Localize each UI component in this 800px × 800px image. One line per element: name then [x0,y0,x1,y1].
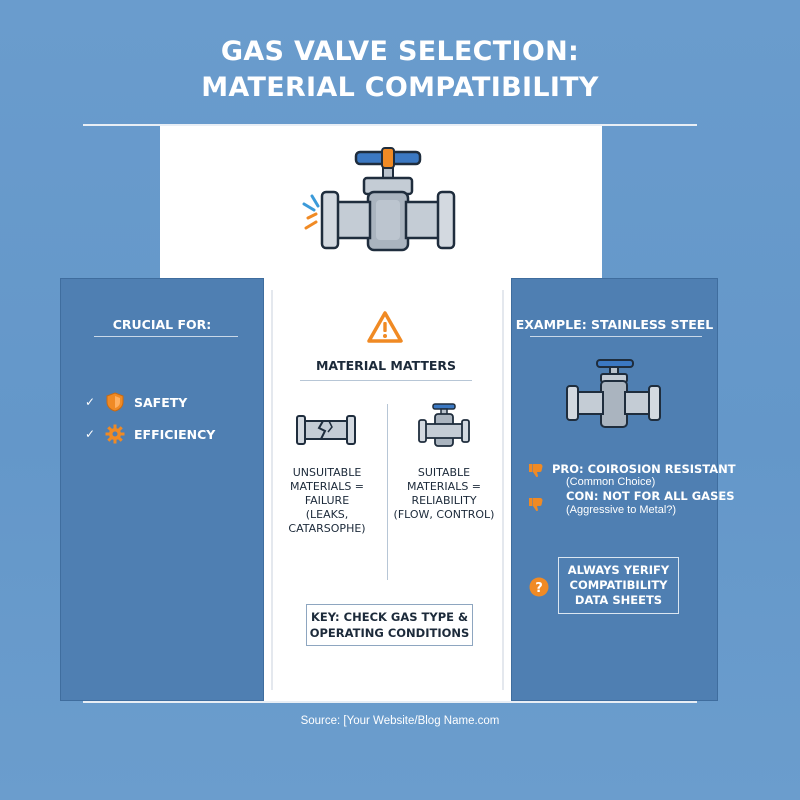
warning-icon [367,311,403,343]
crucial-for-heading: CRUCIAL FOR: [112,317,212,332]
gas-valve-hero-icon [302,147,456,252]
center-frame-left [271,290,273,690]
example-divider [530,336,702,337]
title-line-2: MATERIAL COMPATIBILITY [201,72,599,103]
suitable-materials-text: SUITABLE MATERIALS = RELIABILITY (FLOW, … [393,466,495,521]
stainless-valve-icon [566,359,661,428]
page-title: GAS VALVE SELECTION: MATERIAL COMPATIBIL… [0,34,800,106]
center-frame-right [502,290,504,690]
question-icon: ? [529,577,549,597]
verify-note: ALWAYS YERIFY COMPATIBILITY DATA SHEETS [558,557,679,614]
footer-divider [83,701,697,703]
con-note: (Aggressive to Metal?) [566,504,677,516]
crucial-for-panel: CRUCIAL FOR: ✓ SAFETY ✓ EFFICIENCY [60,278,264,701]
safety-label: SAFETY [134,394,188,410]
pro-text: PRO: COIROSION RESISTANT [552,462,736,476]
pro-note: (Common Choice) [566,476,656,488]
list-item-safety: ✓ SAFETY [85,392,187,412]
example-heading: EXAMPLE: STAINLESS STEEL [515,317,714,332]
thumbs-down-icon [529,498,543,512]
center-column-divider [387,404,388,580]
material-matters-heading: MATERIAL MATTERS [315,358,457,373]
thumbs-down-icon [529,464,543,478]
source-credit: Source: [Your Website/Blog Name.com [300,715,500,727]
check-icon: ✓ [85,427,96,441]
shield-icon [106,392,124,412]
title-line-1: GAS VALVE SELECTION: [220,36,580,67]
cracked-pipe-icon [296,415,356,445]
material-matters-divider [300,380,472,381]
key-note: KEY: CHECK GAS TYPE & OPERATING CONDITIO… [306,604,473,646]
unsuitable-materials-text: UNSUITABLE MATERIALS = FAILURE (LEAKS, C… [288,466,366,535]
list-item-efficiency: ✓ EFFICIENCY [85,424,215,444]
efficiency-label: EFFICIENCY [134,426,216,442]
example-panel: EXAMPLE: STAINLESS STEEL [511,278,718,701]
valve-small-icon [418,403,470,447]
con-text: CON: NOT FOR ALL GASES [566,489,735,503]
crucial-for-divider [94,336,238,337]
check-icon: ✓ [85,395,96,409]
gear-icon [105,424,125,444]
svg-text:?: ? [535,581,543,596]
title-divider [83,124,697,126]
